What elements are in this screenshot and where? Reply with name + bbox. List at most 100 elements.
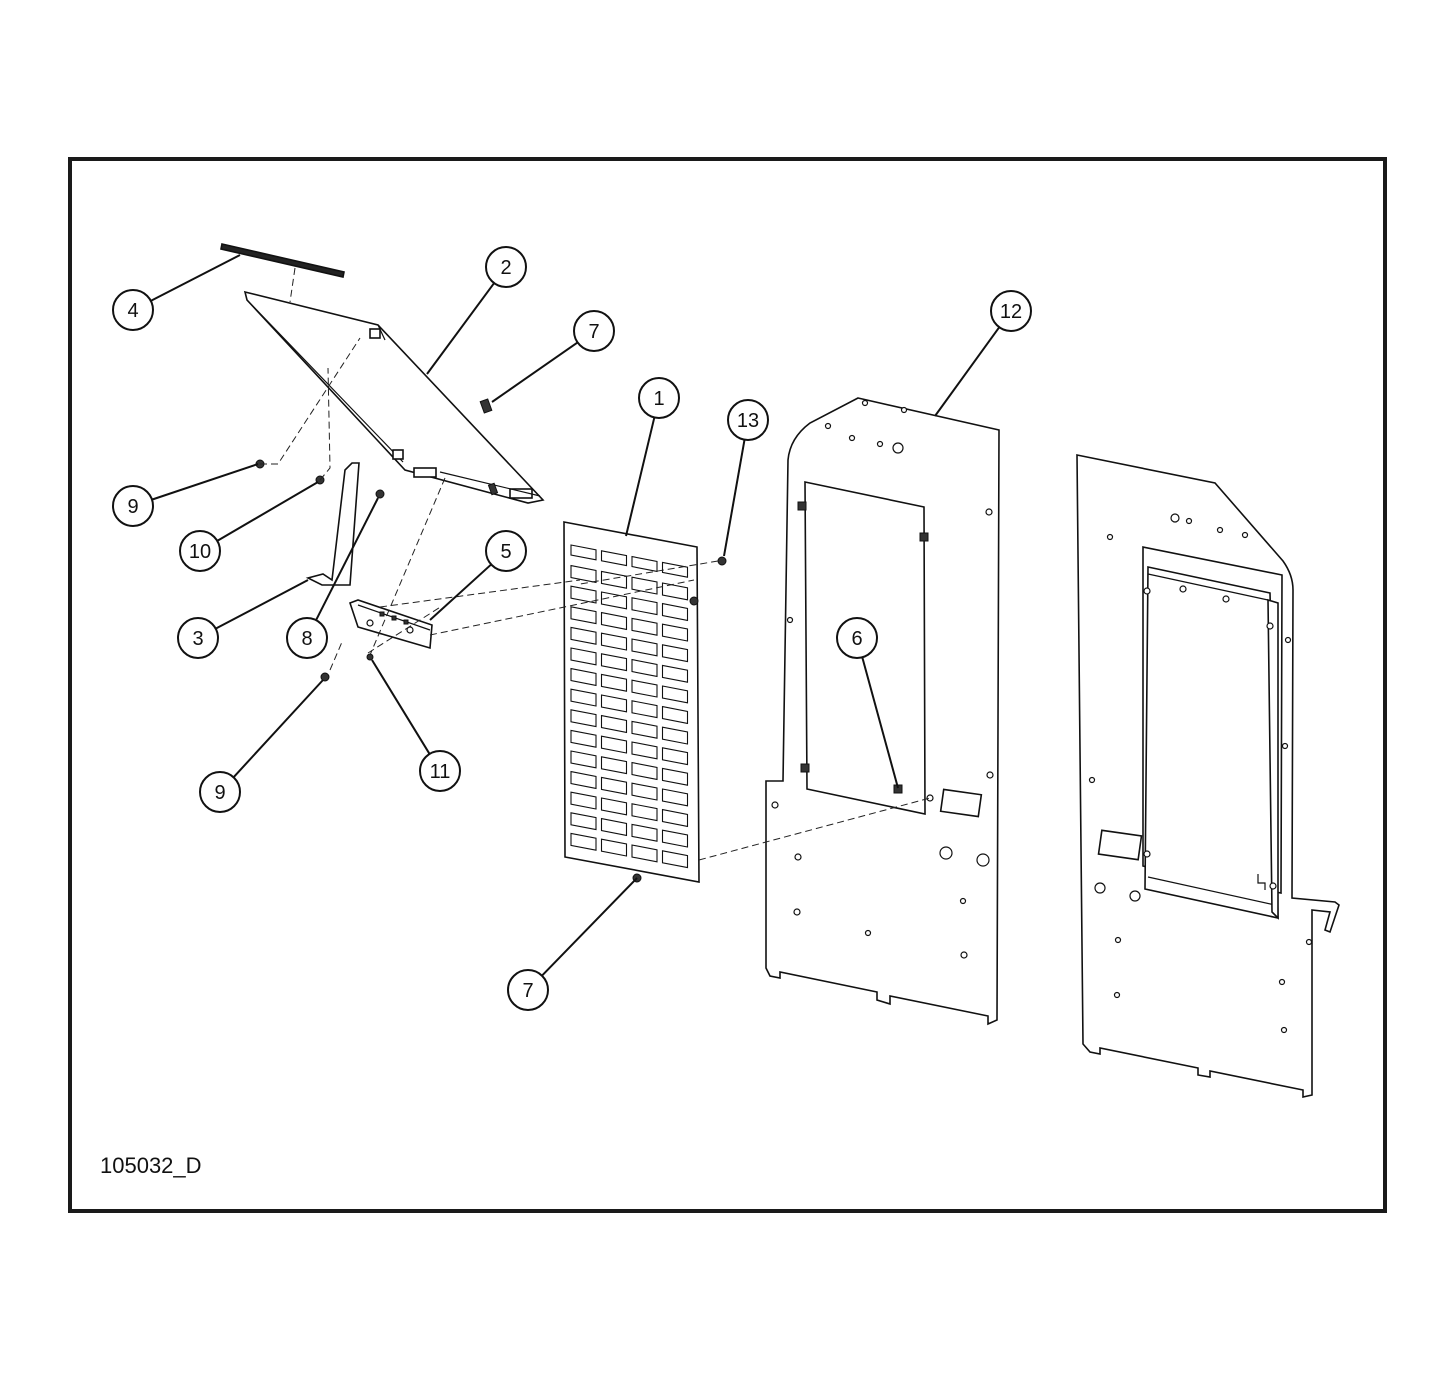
part-1-grid-panel	[563, 521, 700, 883]
grid-cell	[661, 602, 689, 622]
grid-cell	[570, 667, 597, 687]
callout-label: 3	[192, 628, 203, 650]
callout-leader	[215, 579, 309, 630]
callout-c6: 6	[836, 617, 899, 789]
callout-c7a: 7	[491, 310, 615, 403]
callout-leader	[429, 563, 492, 621]
callout-label: 11	[430, 761, 451, 783]
callout-leader	[150, 254, 241, 302]
callout-leader	[491, 341, 579, 403]
grid-cell	[661, 623, 689, 642]
grid-cells	[570, 544, 689, 869]
callout-c9a: 9	[112, 463, 259, 527]
grid-cell	[600, 632, 628, 651]
grid-cell	[570, 647, 597, 666]
rear-panel	[1076, 454, 1340, 1098]
grid-cell	[570, 791, 597, 810]
callout-bubble	[836, 617, 878, 659]
grid-cell	[631, 823, 658, 842]
callout-label: 5	[500, 541, 511, 563]
callout-bubble	[990, 290, 1032, 332]
callout-label: 7	[522, 980, 533, 1002]
grid-cell	[661, 561, 689, 578]
grid-cell	[570, 750, 597, 769]
grid-cell	[661, 582, 689, 601]
grid-cell	[661, 664, 689, 683]
grid-cell	[600, 797, 628, 816]
callout-c9b: 9	[199, 679, 324, 813]
drawing-number: 105032_D	[100, 1153, 202, 1178]
grid-cell	[661, 644, 689, 663]
grid-cell	[661, 850, 689, 869]
grid-cell	[631, 803, 658, 822]
grid-cell	[600, 838, 628, 857]
callout-c7b: 7	[507, 877, 638, 1011]
callout-c12: 12	[934, 290, 1032, 417]
grid-cell	[661, 829, 689, 848]
grid-cell	[570, 832, 597, 851]
callout-leader	[934, 326, 1001, 417]
callout-leader	[371, 659, 431, 755]
grid-cell	[600, 550, 628, 567]
callout-label: 13	[737, 410, 759, 432]
callout-leader	[315, 497, 379, 621]
callout-bubble	[286, 617, 328, 659]
callout-c1: 1	[625, 377, 680, 537]
grid-cell	[570, 544, 597, 561]
callout-bubble	[112, 289, 154, 331]
callout-label: 2	[500, 257, 511, 279]
part-5-hinge-bracket	[348, 599, 433, 650]
callout-leader	[541, 877, 638, 977]
callout-bubble	[177, 617, 219, 659]
callout-label: 8	[301, 628, 312, 650]
grid-cell	[600, 776, 628, 795]
callout-bubble	[485, 530, 527, 572]
callout-bubble	[199, 771, 241, 813]
part-12-main-panel	[765, 397, 1000, 1026]
callout-bubble	[727, 399, 769, 441]
callout-c10: 10	[179, 481, 319, 572]
callout-c11: 11	[371, 659, 461, 792]
callout-label: 9	[127, 496, 138, 518]
grid-cell	[570, 606, 597, 625]
part-4-strip	[220, 243, 345, 303]
callout-c4: 4	[112, 254, 241, 331]
assembly-lines	[260, 337, 931, 861]
grid-cell	[631, 679, 658, 698]
grid-cell	[570, 729, 597, 748]
grid-cell	[570, 626, 597, 645]
part-3-bracket	[305, 462, 360, 586]
callout-label: 9	[214, 782, 225, 804]
callout-label: 10	[189, 541, 211, 563]
grid-cell	[570, 564, 597, 584]
grid-cell	[570, 688, 597, 707]
grid-cell	[631, 617, 658, 636]
grid-cell	[631, 638, 658, 657]
callout-leader	[426, 282, 495, 375]
grid-cell	[631, 576, 658, 595]
callout-label: 12	[1000, 301, 1022, 323]
grid-cell	[600, 591, 628, 610]
grid-cell	[600, 570, 628, 589]
grid-cell	[661, 747, 689, 766]
grid-cell	[570, 812, 597, 831]
callout-label: 4	[127, 300, 138, 322]
callout-label: 1	[653, 388, 664, 410]
grid-cell	[631, 597, 658, 616]
callout-leader	[625, 417, 656, 537]
grid-cell	[600, 673, 628, 692]
callout-c3: 3	[177, 579, 309, 659]
callout-c8: 8	[286, 497, 379, 659]
part-2-angled-panel	[243, 290, 545, 504]
callout-leader	[232, 679, 324, 778]
grid-cell	[600, 653, 628, 672]
grid-cell	[661, 705, 689, 725]
grid-cell	[600, 735, 628, 754]
callout-bubble	[179, 530, 221, 572]
callout-label: 7	[588, 321, 599, 343]
grid-cell	[631, 782, 658, 801]
callout-bubble	[419, 750, 461, 792]
callout-leader	[216, 481, 319, 542]
callout-bubble	[112, 485, 154, 527]
